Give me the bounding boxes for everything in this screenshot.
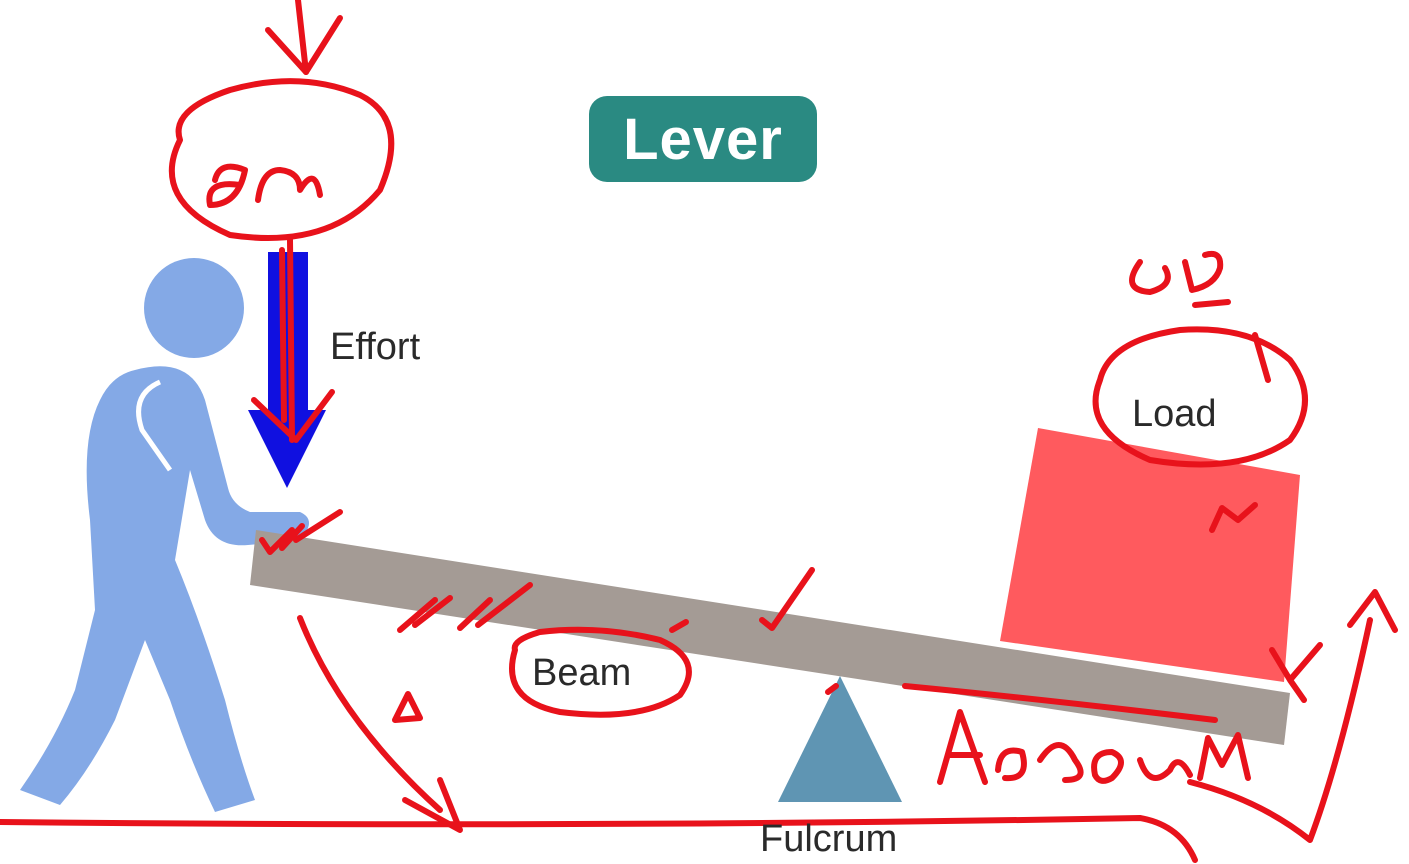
arm-outline — [136, 379, 173, 472]
fulcrum-label: Fulcrum — [760, 818, 898, 860]
effort-arrow-icon — [248, 252, 326, 488]
person-icon — [20, 258, 309, 812]
beam — [250, 530, 1290, 745]
load-label: Load — [1132, 393, 1217, 435]
page-title: Lever — [589, 96, 817, 182]
beam-label: Beam — [532, 652, 632, 694]
load-box-icon — [1000, 428, 1300, 682]
effort-label: Effort — [330, 326, 421, 368]
fulcrum-triangle-icon — [778, 676, 902, 802]
